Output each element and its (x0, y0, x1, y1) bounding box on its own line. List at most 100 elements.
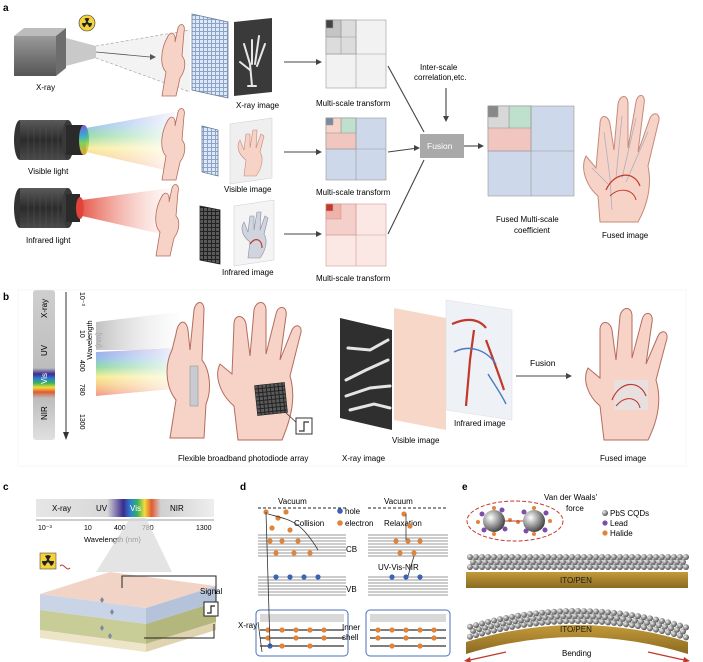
cqd-particle (596, 559, 602, 565)
cqd-particle (509, 554, 515, 560)
hand-side-xray (161, 24, 186, 97)
tick-b-1: 10 (78, 330, 85, 338)
cqd-particle (494, 621, 500, 628)
tick-b-4: 1300 (78, 414, 85, 430)
cqd-particle (647, 615, 653, 622)
infrared-beam (82, 188, 170, 236)
cqd-particle (533, 610, 539, 617)
visible-image-thumb (229, 117, 273, 185)
hand-side-b (166, 302, 210, 439)
substrate-label-1: ITO/PEN (560, 576, 592, 585)
cqd-particle (665, 619, 671, 626)
transform-grid-xray (325, 19, 387, 89)
cqd-particle (659, 627, 665, 634)
band-label-uv-b: UV (40, 344, 49, 356)
cqd-particle (659, 617, 665, 624)
xray-source (14, 14, 96, 76)
cqd-particle (629, 612, 635, 619)
cqd-particle (653, 554, 659, 560)
cqd-particle (479, 564, 485, 570)
cqd-particle (596, 613, 602, 620)
light-cone-c (96, 518, 172, 572)
image-label-visible: Visible image (224, 185, 272, 194)
cqd-particle (617, 554, 623, 560)
cqd-particle (518, 559, 524, 565)
panel-label-a: a (3, 3, 9, 14)
cqd-particle (671, 554, 677, 560)
legend-hole: hole (345, 507, 361, 516)
cqd-particle (623, 564, 629, 570)
cqd-particle (587, 618, 593, 625)
radiation-icon-c (39, 552, 71, 570)
hand-side-infrared (155, 184, 180, 257)
cqd-particle (503, 614, 509, 621)
cqd-particle (521, 611, 527, 618)
cqd-particle (668, 625, 674, 632)
cqd-particle (476, 559, 482, 565)
cqd-particle (548, 559, 554, 565)
cqd-particle (656, 622, 662, 629)
cqd-particle (599, 554, 605, 560)
tick-c-0: 10⁻³ (38, 525, 52, 532)
fused-label-b: Fused image (600, 454, 647, 463)
arrows-to-fusion (387, 65, 447, 235)
cqd-particle (587, 554, 593, 560)
vdw-label-1: Van der Waals' (544, 493, 598, 502)
cqd-particle (644, 619, 650, 626)
cqd-particle (674, 559, 680, 565)
cqd-particle (584, 613, 590, 620)
correlation-label-2: correlation,etc. (414, 73, 466, 82)
cqd-particle (467, 554, 473, 560)
cqd-particle (491, 627, 497, 634)
cqd-particle (599, 608, 605, 615)
cqd-particle (668, 559, 674, 565)
cqd-particle (677, 554, 683, 560)
cqd-particle (647, 625, 653, 632)
cqd-particle (545, 554, 551, 560)
cqd-particle (497, 554, 503, 560)
cb-label: CB (346, 545, 357, 554)
legend-pbs: PbS CQDs (610, 509, 649, 518)
hand-front-b (217, 302, 313, 441)
cqd-particle (530, 559, 536, 565)
cqd-particle (590, 613, 596, 620)
cqd-particle (515, 622, 521, 629)
cqd-particle (653, 616, 659, 623)
infrared-label-b: Infrared image (454, 419, 506, 428)
cqd-particle (671, 620, 677, 627)
tick-c-1: 10 (84, 525, 92, 532)
legend-electron-dot (337, 520, 343, 526)
cqd-particle (521, 564, 527, 570)
cqd-particle (641, 554, 647, 560)
cqd-particle (665, 564, 671, 570)
cqd-particle (614, 615, 620, 622)
panel-label-c: c (3, 482, 9, 493)
cqd-particle (626, 559, 632, 565)
legend-halide: Halide (610, 529, 633, 538)
cqd-particle (653, 626, 659, 633)
cqd-particle (614, 559, 620, 565)
cqd-particle (626, 616, 632, 623)
cqd-particle (587, 608, 593, 615)
cqd-particle (623, 621, 629, 628)
tick-b-0: 10⁻³ (78, 292, 85, 306)
cqd-particle (479, 630, 485, 637)
visible-label-b: Visible image (392, 436, 440, 445)
cqd-particle (599, 564, 605, 570)
cqd-particle (632, 617, 638, 624)
cqd-particle (641, 614, 647, 621)
fused-hand-b (585, 308, 668, 441)
cqd-particle (539, 609, 545, 616)
xray-image-thumb (234, 18, 272, 96)
band-label-xray-b: X-ray (40, 299, 49, 318)
cqd-particle (542, 559, 548, 565)
cqd-particle (533, 554, 539, 560)
cqd-particle (512, 559, 518, 565)
image-label-xray: X-ray image (236, 101, 280, 110)
transform-label-infrared: Multi-scale transform (316, 274, 391, 283)
substrate-bent (466, 625, 688, 654)
cqd-particle (551, 618, 557, 625)
legend-pbs-dot (602, 510, 608, 516)
cqd-particle (551, 608, 557, 615)
cqd-particle (563, 618, 569, 625)
